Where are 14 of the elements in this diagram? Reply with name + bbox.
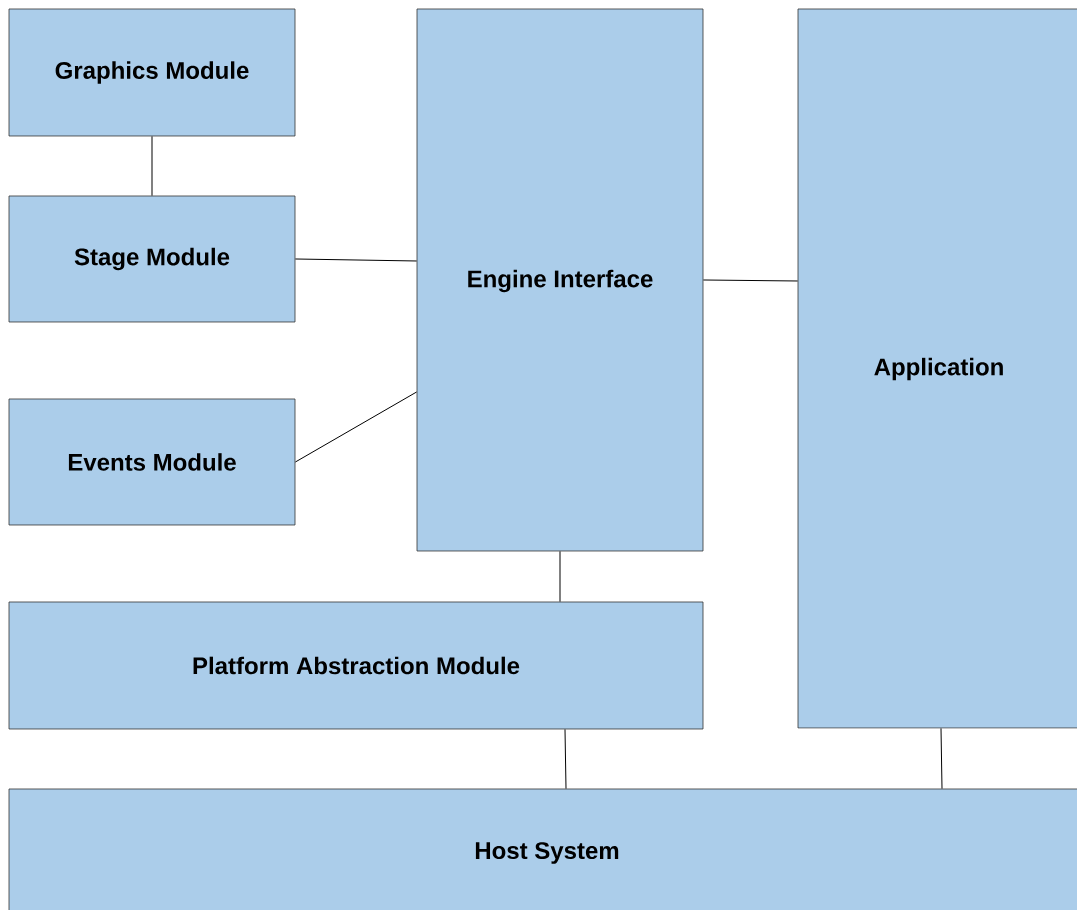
connector-line xyxy=(564,728,567,790)
module-box: Engine Interface xyxy=(416,8,704,552)
module-box: Stage Module xyxy=(8,195,296,323)
module-box: Events Module xyxy=(8,398,296,526)
module-box: Host System xyxy=(8,788,1077,910)
connector-line xyxy=(559,550,561,603)
module-box: Platform Abstraction Module xyxy=(8,601,704,730)
module-box: Graphics Module xyxy=(8,8,296,137)
connector-line xyxy=(702,279,799,282)
connector-line xyxy=(294,258,418,262)
connector-line xyxy=(294,391,418,463)
connector-line xyxy=(940,727,943,790)
connector-line xyxy=(151,135,153,197)
module-box: Application xyxy=(797,8,1077,729)
